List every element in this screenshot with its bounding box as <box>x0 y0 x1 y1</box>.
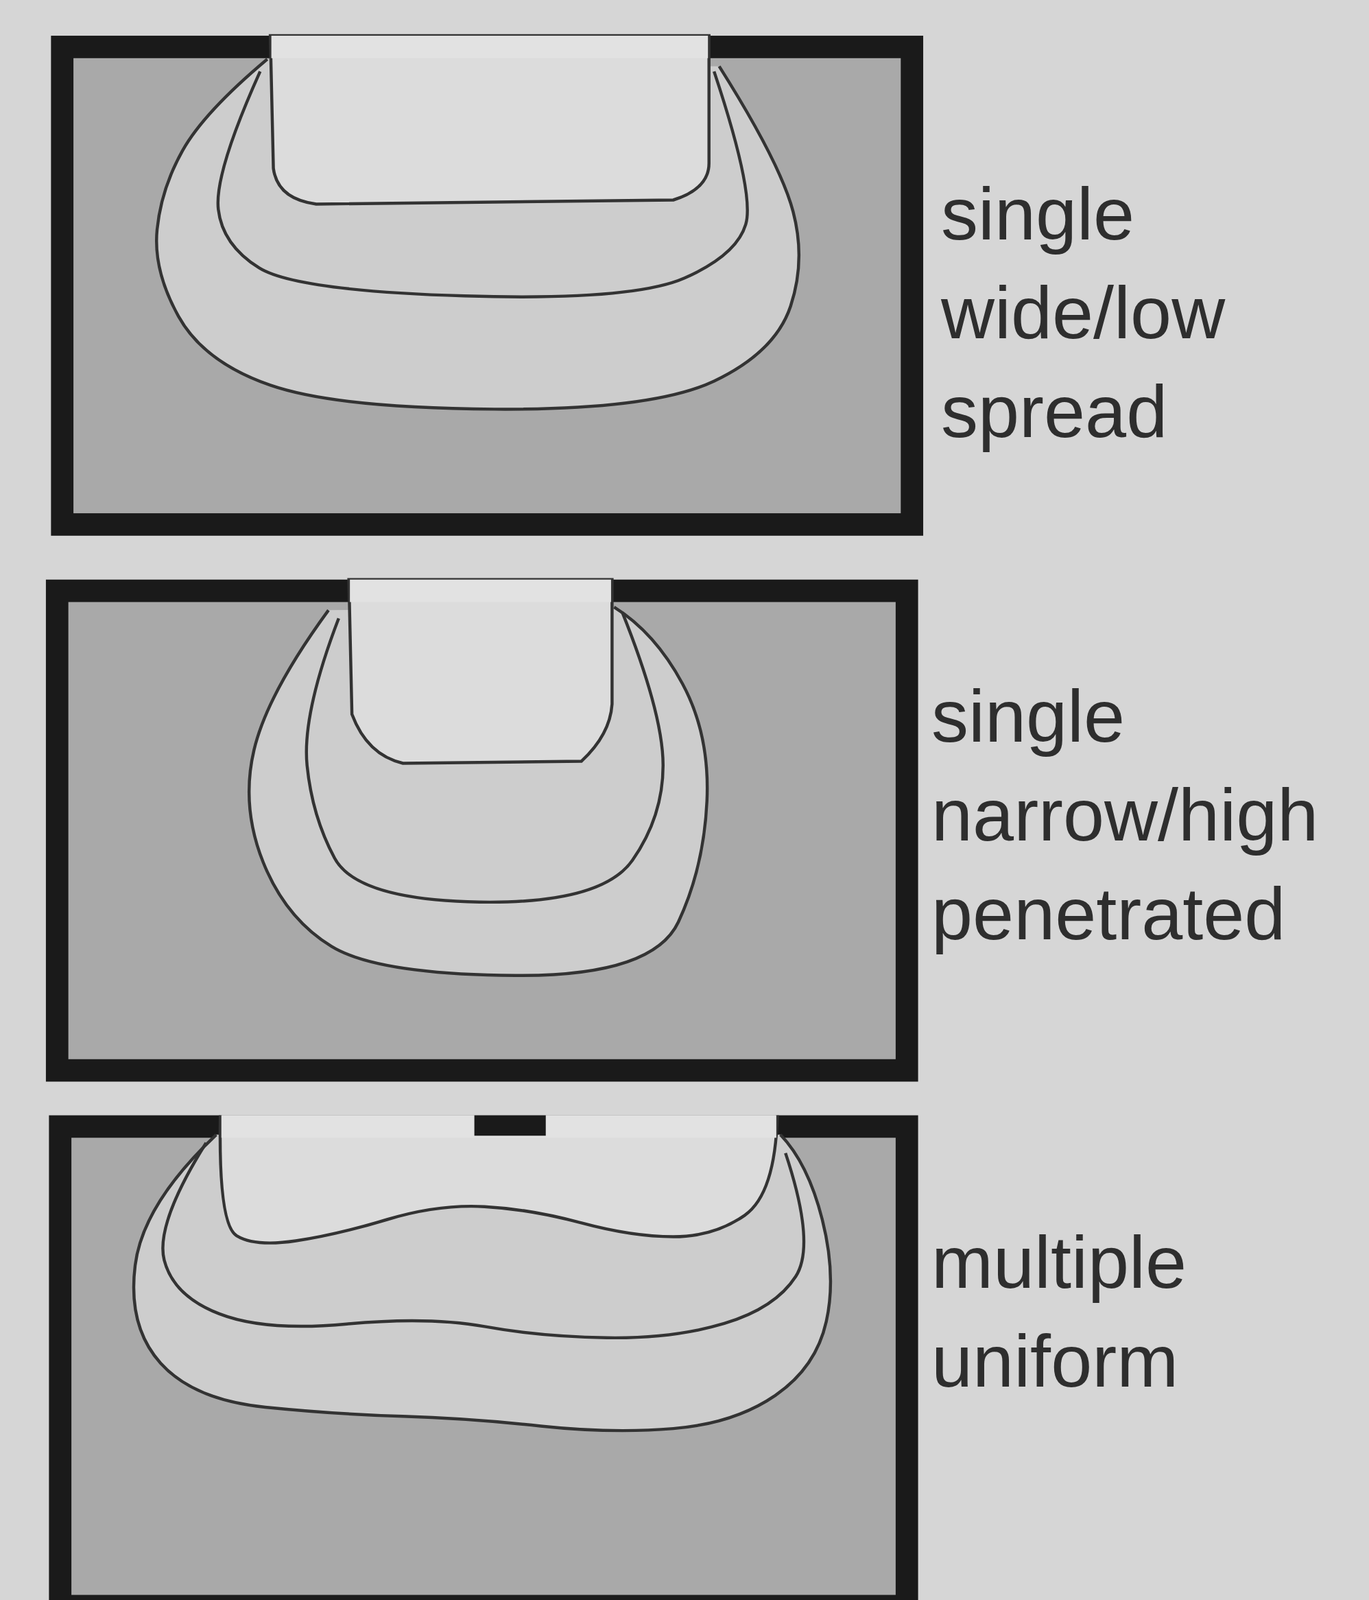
panel-caption: multiple uniform <box>931 1212 1192 1411</box>
panel-multiple <box>60 1115 907 1600</box>
panel-wide <box>62 35 913 525</box>
panel-caption: single wide/low spread <box>941 164 1230 461</box>
panel-caption: single narrow/high penetrated <box>931 666 1324 963</box>
panel-narrow <box>56 579 907 1070</box>
